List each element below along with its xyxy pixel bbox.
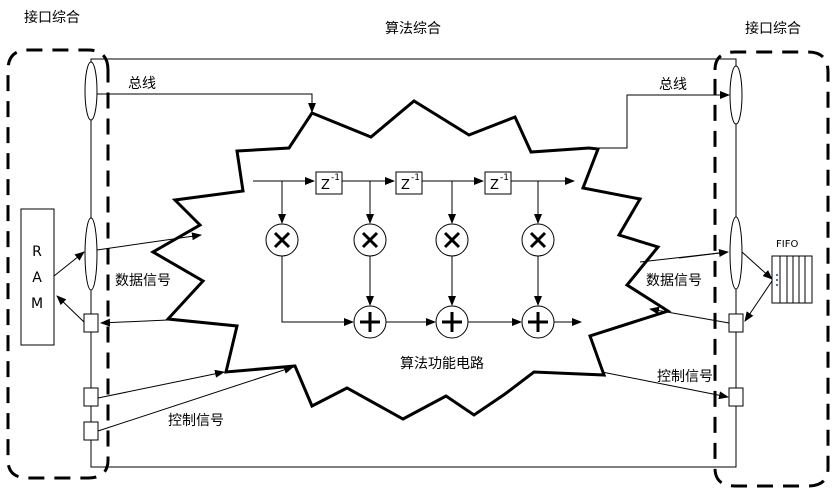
- right-control-label: 控制信号: [657, 369, 713, 385]
- right-data-connector[interactable]: [729, 216, 743, 290]
- adder-icon-3: [521, 305, 555, 339]
- left-data-connector[interactable]: [84, 217, 98, 291]
- adder-icon-1: [353, 305, 387, 339]
- right-data-port[interactable]: [728, 313, 744, 333]
- port-to-ram-arrow: [56, 295, 85, 323]
- left-control-label: 控制信号: [168, 413, 224, 429]
- algorithm-title: 算法综合: [385, 21, 441, 37]
- algorithm-region-border: [90, 58, 737, 468]
- left-control-port-1[interactable]: [83, 387, 99, 407]
- delay-block-1[interactable]: Z -1: [315, 171, 343, 195]
- svg-text:-1: -1: [500, 173, 509, 183]
- adder-icon-2: [435, 305, 469, 339]
- right-interface-boundary: [713, 50, 830, 488]
- left-control-arrow-1: [97, 369, 225, 399]
- fifo-label: FIFO: [776, 239, 798, 250]
- ram-letter-r: R: [32, 244, 42, 260]
- left-data-label: 数据信号: [115, 273, 171, 289]
- ram-to-connector-arrow: [53, 251, 85, 277]
- left-data-in-arrow: [96, 232, 202, 251]
- fir-filter: Z -1 Z -1 Z -1: [253, 171, 582, 339]
- right-control-port[interactable]: [728, 387, 744, 407]
- algorithm-circuit-label: 算法功能电路: [400, 356, 484, 372]
- multiplier-icon-4: [521, 223, 555, 257]
- right-control-arrow: [601, 371, 729, 400]
- fifo-block[interactable]: [771, 255, 813, 304]
- delay-block-3[interactable]: Z -1: [484, 171, 512, 195]
- ram-letter-m: M: [31, 296, 43, 312]
- connector-to-fifo-arrow: [741, 251, 773, 280]
- left-interface-title: 接口综合: [24, 9, 80, 26]
- right-bus-connector[interactable]: [729, 65, 743, 125]
- right-data-in-arrow: [649, 306, 730, 324]
- ram-block[interactable]: [20, 208, 55, 346]
- right-data-out-arrow: [639, 249, 729, 263]
- right-data-label: 数据信号: [646, 273, 702, 289]
- svg-text:Z: Z: [401, 178, 410, 193]
- right-interface-title: 接口综合: [745, 20, 801, 37]
- ram-letter-a: A: [32, 270, 42, 286]
- left-control-arrow-2: [97, 366, 294, 432]
- mult1-to-adder1: [281, 256, 354, 326]
- delay-block-2[interactable]: Z -1: [395, 171, 423, 195]
- svg-text:Z: Z: [490, 178, 499, 193]
- right-bus-arrow: [598, 91, 730, 149]
- algorithm-circuit-outline: [149, 99, 672, 421]
- left-bus-connector[interactable]: [84, 61, 98, 121]
- multiplier-icon-1: [265, 223, 299, 257]
- left-data-out-arrow: [100, 318, 169, 327]
- left-data-port[interactable]: [83, 313, 99, 333]
- left-control-port-2[interactable]: [83, 421, 99, 441]
- left-bus-arrow: [97, 93, 316, 113]
- multiplier-icon-3: [435, 223, 469, 257]
- right-bus-label: 总线: [659, 77, 687, 93]
- svg-text:Z: Z: [321, 178, 330, 193]
- svg-text:-1: -1: [331, 173, 340, 183]
- left-bus-label: 总线: [128, 76, 156, 92]
- multiplier-icon-2: [353, 223, 387, 257]
- svg-text:-1: -1: [411, 173, 420, 183]
- fifo-to-port-arrow: [744, 280, 773, 322]
